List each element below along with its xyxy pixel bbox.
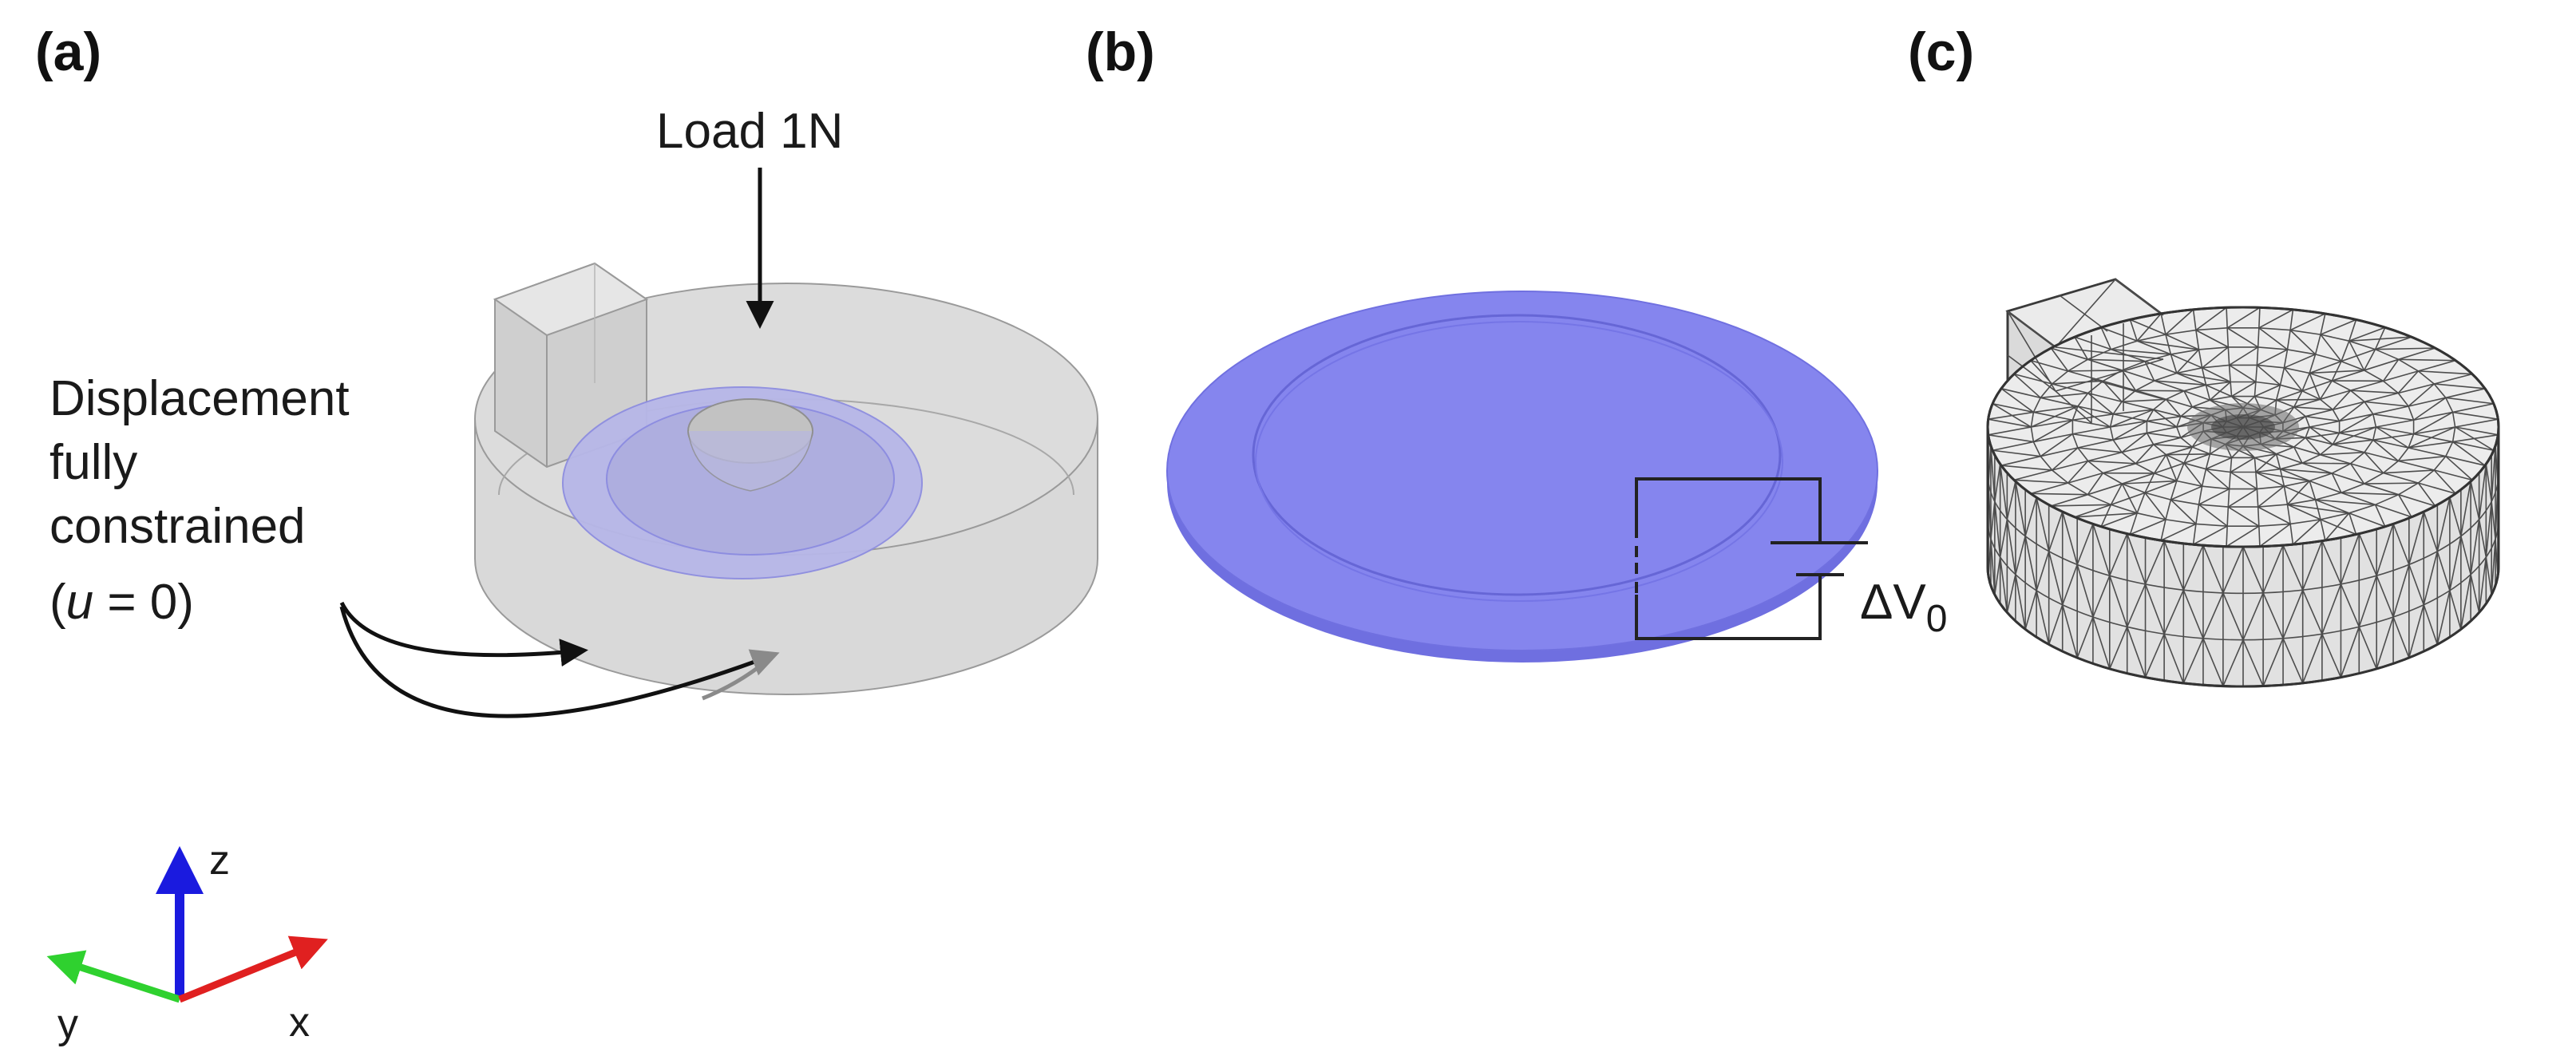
mesh-top-triangles: [1988, 307, 2499, 547]
constraint-eq-open: (: [49, 575, 66, 630]
coordinate-axes: z y x: [46, 837, 328, 1047]
y-axis-arrow: [46, 950, 181, 1003]
mesh-block-triangles: [2007, 279, 2164, 424]
z-axis-label: z: [209, 837, 230, 884]
y-axis-label: y: [57, 1001, 78, 1047]
x-axis-arrow: [178, 935, 328, 1003]
constraint-arrow-bottom: [339, 606, 780, 718]
voltage-subscript: 0: [1926, 598, 1948, 640]
constraint-eq-rest: = 0): [93, 575, 194, 630]
panel-b-label: (b): [1086, 22, 1155, 82]
constraint-line-1: Displacement: [49, 371, 350, 426]
constraint-equation: (u = 0): [49, 575, 194, 630]
voltage-circuit: [1635, 477, 1868, 640]
fem-mesh-model: [1986, 278, 2500, 688]
x-axis-label: x: [289, 999, 310, 1046]
panel-a-label: (a): [35, 22, 101, 82]
constraint-arrow-front: [339, 601, 588, 667]
electrode-disc: [1166, 291, 1878, 662]
electrode-inner-ring: [1252, 314, 1782, 596]
constraint-line-3: constrained: [49, 499, 306, 554]
panel-b: (b) ΔV0: [1086, 22, 1947, 662]
panel-c-label: (c): [1908, 22, 1974, 82]
constraint-eq-var: u: [66, 575, 93, 630]
connector-block: [493, 262, 649, 469]
mesh-side-triangles: [1988, 427, 2499, 686]
piezo-electrode-stack: [562, 386, 923, 579]
voltage-label: ΔV0: [1860, 575, 1947, 640]
constraint-line-2: fully: [49, 435, 137, 490]
load-label: Load 1N: [656, 104, 843, 159]
voltage-delta: ΔV: [1860, 575, 1926, 630]
panel-a: (a) Load 1N Displacement: [35, 22, 1098, 718]
panel-c: (c): [1908, 22, 2500, 688]
